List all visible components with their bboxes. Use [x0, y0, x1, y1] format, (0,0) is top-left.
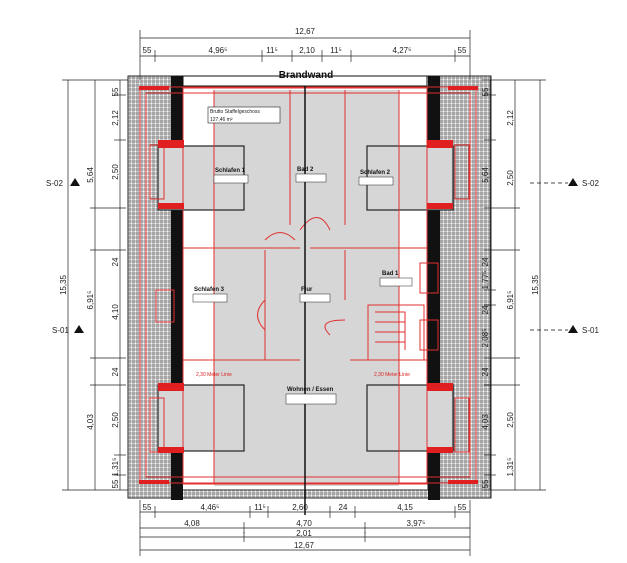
room-schlafen-3: Schlafen 3 — [194, 287, 225, 293]
dim-top-d5: 11⁵ — [330, 46, 342, 55]
room-tag-schlafen-1 — [213, 174, 249, 184]
dim-top-d1: 55 — [143, 46, 152, 55]
dim-bottom-r2-c: 3,97⁵ — [407, 519, 426, 528]
note-line-left: 2,30 Meter Linie — [196, 372, 232, 378]
room-tag-flur — [299, 293, 331, 303]
room-bad-1: Bad 1 — [382, 271, 399, 277]
dim-left-a7: 6,91⁵ — [86, 291, 95, 310]
zone-left-lower — [157, 384, 245, 452]
section-s02-right: S-02 — [582, 179, 599, 188]
dim-bottom-r1-d: 2,60 — [292, 503, 308, 512]
dim-left-a12: 55 — [111, 479, 120, 488]
dim-left-a11: 1,31⁵ — [111, 458, 120, 477]
dim-left-a4: 5,64 — [86, 167, 95, 183]
dim-right-b6: 1,77⁵ — [481, 271, 490, 290]
room-bad-2: Bad 2 — [297, 167, 314, 173]
dim-left-a2: 2,12 — [111, 110, 120, 126]
dim-right-b12: 4,03 — [481, 414, 490, 430]
room-wohnen-essen: Wohnen / Essen — [287, 387, 334, 393]
dim-right-b4: 5,64 — [481, 167, 490, 183]
area-line1: Brutto Staffelgeschoss — [210, 109, 260, 115]
dim-right-b9: 2,08⁵ — [481, 329, 490, 348]
dim-left-a3: 2,50 — [111, 164, 120, 180]
dimensions-left — [62, 79, 128, 491]
dim-right-b3: 2,50 — [506, 170, 515, 186]
dim-left-a10: 4,03 — [86, 414, 95, 430]
red-walls — [139, 86, 477, 485]
dim-right-b7: 6,91⁵ — [506, 291, 515, 310]
firewall-band — [182, 75, 428, 87]
dim-top-d7: 55 — [458, 46, 467, 55]
dim-right-b13: 1,31⁵ — [506, 458, 515, 477]
area-line2: 127,46 m² — [210, 117, 233, 123]
dim-top-d2: 4,96⁵ — [209, 46, 228, 55]
dim-top-d4: 2,10 — [299, 46, 315, 55]
dimensions-top — [139, 30, 471, 80]
dimensions-right — [482, 79, 546, 491]
room-tag-schlafen-2 — [358, 176, 394, 186]
dim-right-b10: 24 — [481, 367, 490, 376]
room-tag-bad-2 — [295, 173, 327, 183]
dim-right-overall: 15,35 — [531, 274, 540, 295]
dim-left-a5: 24 — [111, 257, 120, 266]
section-s01-right: S-01 — [582, 326, 599, 335]
dim-right-b11: 2,50 — [506, 412, 515, 428]
dim-left-a8: 24 — [111, 367, 120, 376]
room-tag-bad-1 — [379, 277, 413, 287]
dim-bottom-r1-g: 55 — [458, 503, 467, 512]
zone-right-lower — [366, 384, 454, 452]
red-accents — [139, 86, 478, 484]
dim-bottom-r3: 2,01 — [296, 529, 312, 538]
area-box — [207, 106, 281, 124]
dim-left-a9: 2,50 — [111, 412, 120, 428]
dim-bottom-r2-a: 4,08 — [184, 519, 200, 528]
section-s02-left: S-02 — [46, 179, 63, 188]
room-schlafen-1: Schlafen 1 — [215, 168, 246, 174]
brandwand-title: Brandwand — [279, 70, 333, 81]
dim-top-d3: 11⁵ — [266, 46, 278, 55]
dim-right-b5: 24 — [481, 257, 490, 266]
dim-left-a6: 4,10 — [111, 304, 120, 320]
room-flur: Flur — [301, 287, 313, 293]
dim-bottom-r1-f: 4,15 — [397, 503, 413, 512]
dim-right-b2: 2,12 — [506, 110, 515, 126]
room-tag-wohnen — [285, 393, 337, 405]
dim-right-b8: 24 — [481, 305, 490, 314]
dim-top-overall: 12,67 — [295, 27, 316, 36]
dim-right-b1: 55 — [481, 87, 490, 96]
dim-right-b14: 55 — [481, 479, 490, 488]
dim-bottom-r4: 12,67 — [294, 541, 315, 550]
dim-top-d6: 4,27⁵ — [393, 46, 412, 55]
room-schlafen-2: Schlafen 2 — [360, 170, 391, 176]
section-s01-left: S-01 — [52, 326, 69, 335]
room-tag-schlafen-3 — [192, 293, 228, 303]
dim-bottom-r1-e: 24 — [339, 503, 348, 512]
section-markers: S-02 S-01 S-02 S-01 — [46, 178, 599, 335]
dim-bottom-r1-c: 11⁵ — [254, 503, 266, 512]
dim-left-overall: 15,35 — [59, 274, 68, 295]
dim-bottom-r1-b: 4,46⁵ — [201, 503, 220, 512]
dim-left-a1: 55 — [111, 87, 120, 96]
note-line-right: 2,30 Meter Linie — [374, 372, 410, 378]
dim-bottom-r2-b: 4,70 — [296, 519, 312, 528]
dim-bottom-r1-a: 55 — [143, 503, 152, 512]
dimensions-bottom — [139, 500, 471, 556]
